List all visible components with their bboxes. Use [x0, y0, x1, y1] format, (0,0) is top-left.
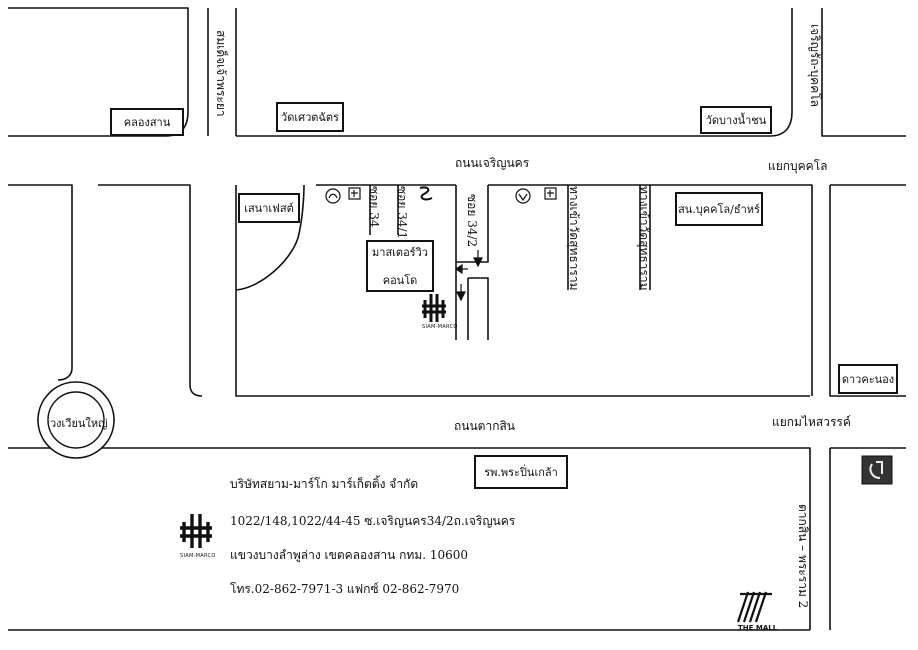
landmark-wat-bang-nam-chon: วัดบางน้ำชน [700, 106, 772, 134]
company-contact: โทร.02-862-7971-3 แฟกซ์ 02-862-7970 [230, 582, 460, 596]
right-vertical-road-label: เจริญรัถ-บุคคโล [808, 24, 822, 108]
road-edge [829, 185, 906, 397]
block-outline [98, 184, 203, 397]
soi-34-label: ซอย 34 [367, 186, 381, 228]
fuel-station-icon [419, 186, 433, 201]
siam-marco-caption-address: SIAM-MARCO [180, 553, 216, 559]
bank-icon [515, 188, 531, 204]
top-road-label: ถนนเจริญนคร [455, 156, 530, 170]
711-icon [544, 187, 557, 200]
master-view-line2: คอนโด [382, 274, 418, 287]
temple-lane-2-label: ทางเข้าวัดสุทธาราม [637, 186, 651, 291]
company-address-line2: แขวงบางลำพูล่าง เขตคลองสาน กทม. 10600 [230, 548, 469, 562]
road-edge [102, 447, 811, 630]
block-outline [235, 184, 456, 291]
siam-marco-logo-icon [180, 514, 212, 548]
block-outline [236, 8, 793, 137]
arrow-down-2-head [456, 291, 466, 302]
company-name: บริษัทสยาม-มาร์โก มาร์เก็ตติ้ง จำกัด [230, 477, 419, 491]
landmark-sena-fest: เสนาเฟสต์ [238, 193, 300, 223]
soi-lane [468, 277, 489, 340]
landmark-hospital: รพ.พระปิ่นเกล้า [474, 455, 568, 489]
711-icon [348, 187, 361, 200]
landmark-khlong-san: คลองสาน [110, 108, 184, 136]
roundabout-inner [47, 391, 105, 449]
intersection-bottom-right: แยกมไหสวรรค์ [772, 415, 851, 429]
the-mall-caption: THE MALL [738, 624, 778, 632]
block-outline [235, 290, 810, 397]
landmark-school: สน.บุคคโล/ธำหร์ [675, 192, 763, 226]
landmark-dao-khanong: ดาวคะนอง [838, 364, 898, 394]
roundabout-label: วงเวียนใหญ่ [50, 417, 108, 430]
temple-lane-1-label: ทางเข้าวัดสุทธาราม [567, 186, 581, 291]
company-address-line1: 1022/148,1022/44-45 ซ.เจริญนคร34/2ถ.เจริ… [230, 514, 516, 528]
bank-icon [325, 188, 341, 204]
siam-marco-logo-icon [422, 294, 446, 322]
soi-34-1-label: ซอย 34/1 [395, 186, 409, 240]
landmark-master-view: มาสเตอร์วิว คอนโด [366, 240, 434, 292]
bottom-road-label: ถนนตากสิน [454, 419, 515, 433]
bottom-right-vertical-road-label: ตากสิน – พระราม 2 [796, 504, 810, 609]
road-edge [821, 8, 906, 137]
telephone-icon [861, 455, 893, 485]
soi-34-2-label: ซอย 34/2 [465, 194, 479, 248]
soi-lane [456, 185, 489, 263]
block-outline [488, 184, 813, 396]
road-edge [8, 184, 73, 381]
master-view-line1: มาสเตอร์วิว [372, 246, 428, 259]
intersection-top-right: แยกบุคคโล [768, 159, 828, 173]
left-vertical-road-label: สมเด็จเจ้าพระยา [214, 30, 228, 117]
the-mall-logo-icon [736, 591, 772, 623]
siam-marco-caption-map: SIAM-MARCO [422, 324, 458, 330]
landmark-wat-sawet: วัดเศวตฉัตร [276, 102, 344, 132]
arrow-left-head [454, 263, 463, 275]
arrow-down-head [473, 257, 483, 268]
